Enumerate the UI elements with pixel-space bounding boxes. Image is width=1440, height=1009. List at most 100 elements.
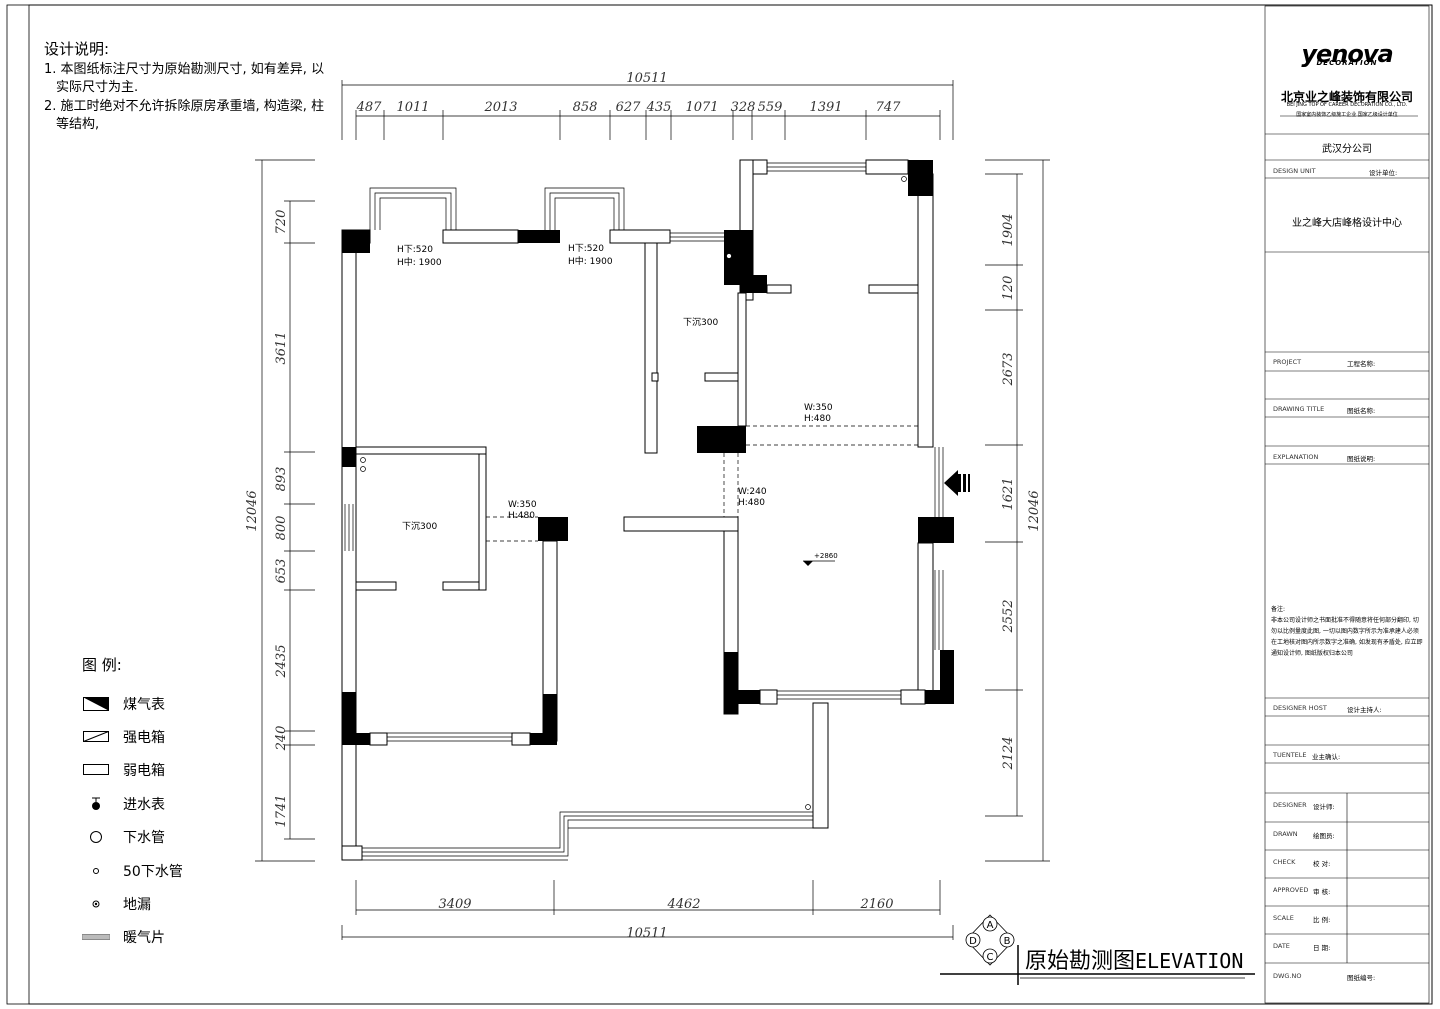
drain-pipe-icon: [82, 829, 110, 845]
dim-top-10: 747: [876, 100, 902, 115]
dim-right-4: 2552: [1001, 599, 1016, 633]
win2-h-low: H下:520: [568, 244, 604, 254]
dim-right-5: 2124: [1001, 736, 1016, 770]
dwg-no-en: DWG.NO: [1273, 972, 1302, 980]
dim-bottom-2: 2160: [859, 897, 893, 912]
dim-top-2: 2013: [483, 100, 517, 115]
designer-en: DESIGNER: [1273, 801, 1307, 809]
designer-cn: 设计师:: [1313, 803, 1335, 811]
legend-item: 暖气片: [82, 921, 183, 954]
dwg-no-cn: 图纸编号:: [1347, 974, 1376, 982]
design-unit-en: DESIGN UNIT: [1273, 167, 1316, 175]
dim-top-6: 1071: [685, 100, 718, 115]
win1-h-low: H下:520: [397, 245, 433, 255]
dim-left-2: 893: [274, 467, 289, 492]
remark-title: 备注:: [1271, 606, 1286, 613]
outer-border: [6, 4, 1433, 1005]
inner-border: [28, 4, 1433, 1005]
compass-b: B: [1004, 936, 1011, 947]
small-wall-stubs: [369, 372, 926, 746]
legend-item: 弱电箱: [82, 754, 183, 787]
beam3-height: H:480: [738, 498, 765, 508]
legend-label: 强电箱: [123, 730, 165, 747]
remark-block: 备注: 非本公司设计师之书面批准不得随意将任何部分翻印, 切勿以比例量度此图, …: [1271, 604, 1423, 659]
drawing-title-label-en: DRAWING TITLE: [1273, 405, 1325, 413]
dim-right-3: 1621: [1001, 477, 1016, 510]
title-block-grid: [1264, 5, 1430, 1004]
check-en: CHECK: [1273, 858, 1296, 866]
drain-pipes: [360, 176, 907, 810]
compass-a: A: [987, 920, 994, 931]
strong-electric-box-icon: [82, 729, 110, 745]
drawing-title: 原始勘测图ELEVATION: [1025, 943, 1243, 975]
dim-left-6: 240: [274, 726, 289, 752]
dim-right-total: 12046: [1027, 490, 1042, 531]
sink-label-1: 下沉300: [683, 317, 718, 328]
dim-bottom-total: 10511: [626, 926, 667, 941]
check-cn: 校 对:: [1313, 860, 1331, 868]
dim-top-5: 435: [646, 100, 672, 115]
project-en: PROJECT: [1273, 358, 1302, 366]
level-marker-icon: [803, 560, 835, 566]
company-name: 北京业之峰装饰有限公司: [1280, 90, 1413, 104]
explanation-cn: 图纸说明:: [1347, 455, 1376, 463]
dim-left-3: 800: [274, 516, 289, 541]
legend: 图 例: 煤气表 强电箱 弱电箱 进水表 下水管 50下水管: [82, 654, 183, 954]
dim-left-4: 653: [274, 559, 289, 584]
legend-label: 进水表: [123, 796, 165, 813]
explanation-en: EXPLANATION: [1273, 453, 1319, 461]
structural-columns: [342, 160, 954, 745]
title-block: yenova DECORATION 北京业之峰装饰有限公司 BEI JING T…: [1265, 6, 1429, 1003]
notes-title: 设计说明:: [44, 40, 110, 58]
legend-title: 图 例:: [82, 656, 122, 674]
project-cn: 工程名称:: [1347, 360, 1376, 368]
dim-bottom-0: 3409: [438, 897, 471, 912]
designer-host-cn: 设计主持人:: [1347, 706, 1382, 714]
compass-icon: [965, 914, 1015, 966]
drain-pipe-50-icon: [82, 863, 110, 879]
designer-host-en: DESIGNER HOST: [1273, 704, 1327, 712]
dim-left-total: 12046: [245, 490, 260, 531]
beam3-width: W:240: [738, 487, 767, 497]
scale-en: SCALE: [1273, 914, 1294, 922]
legend-item: 下水管: [82, 821, 183, 854]
dim-top-1: 1011: [396, 100, 429, 115]
entrance-arrow-icon: [944, 470, 970, 496]
win2-h-mid: H中: 1900: [568, 255, 613, 267]
beam2-height: H:480: [508, 511, 535, 521]
company-name-en: BEI JING TOP OF CAREER DECORATION CO., L…: [1286, 102, 1408, 108]
legend-item: 进水表: [82, 787, 183, 820]
sink-label-2: 下沉300: [402, 521, 437, 532]
legend-item: 50下水管: [82, 854, 183, 887]
bottom-dimension-lines: [341, 880, 954, 940]
drawing-title-cn: 原始勘测图: [1025, 949, 1136, 974]
dim-left-7: 1741: [274, 794, 289, 827]
design-unit-cn: 设计单位:: [1369, 169, 1398, 177]
client-cn: 业主确认:: [1312, 753, 1341, 761]
note-2: 2. 施工时绝对不允许拆除原房承重墙, 构造梁, 柱: [44, 98, 325, 114]
client-en: TUENTELE: [1273, 751, 1307, 759]
compass-d: D: [969, 936, 977, 947]
drawn-en: DRAWN: [1273, 830, 1298, 838]
design-notes: 设计说明: 1. 本图纸标注尺寸为原始勘测尺寸, 如有差异, 以 实际尺寸为主.…: [44, 40, 324, 135]
note-2-cont: 等结构,: [56, 117, 100, 132]
dim-top-9: 1391: [809, 100, 842, 115]
legend-item: 煤气表: [82, 687, 183, 720]
logo-subtitle: DECORATION: [1316, 59, 1378, 67]
company-logo: yenova: [1301, 40, 1393, 68]
legend-item: 强电箱: [82, 720, 183, 753]
dim-right-1: 120: [1001, 276, 1016, 301]
date-cn: 日 期:: [1313, 944, 1331, 952]
scale-cn: 比 例:: [1313, 916, 1331, 924]
drawing-title-en: ELEVATION: [1135, 949, 1244, 973]
legend-label: 下水管: [123, 830, 165, 847]
dim-top-0: 487: [356, 100, 383, 115]
company-qualification: 国家室内装饰乙级施工企业 国家乙级设计单位: [1296, 112, 1398, 118]
date-en: DATE: [1273, 942, 1290, 950]
dim-top-total: 10511: [626, 71, 667, 86]
beam1-width: W:350: [804, 403, 833, 413]
beam-lines: [486, 425, 918, 542]
dim-top-3: 858: [573, 100, 598, 115]
approved-en: APPROVED: [1273, 886, 1309, 894]
remark-text: 非本公司设计师之书面批准不得随意将任何部分翻印, 切勿以比例量度此图, 一切以图…: [1271, 617, 1423, 657]
